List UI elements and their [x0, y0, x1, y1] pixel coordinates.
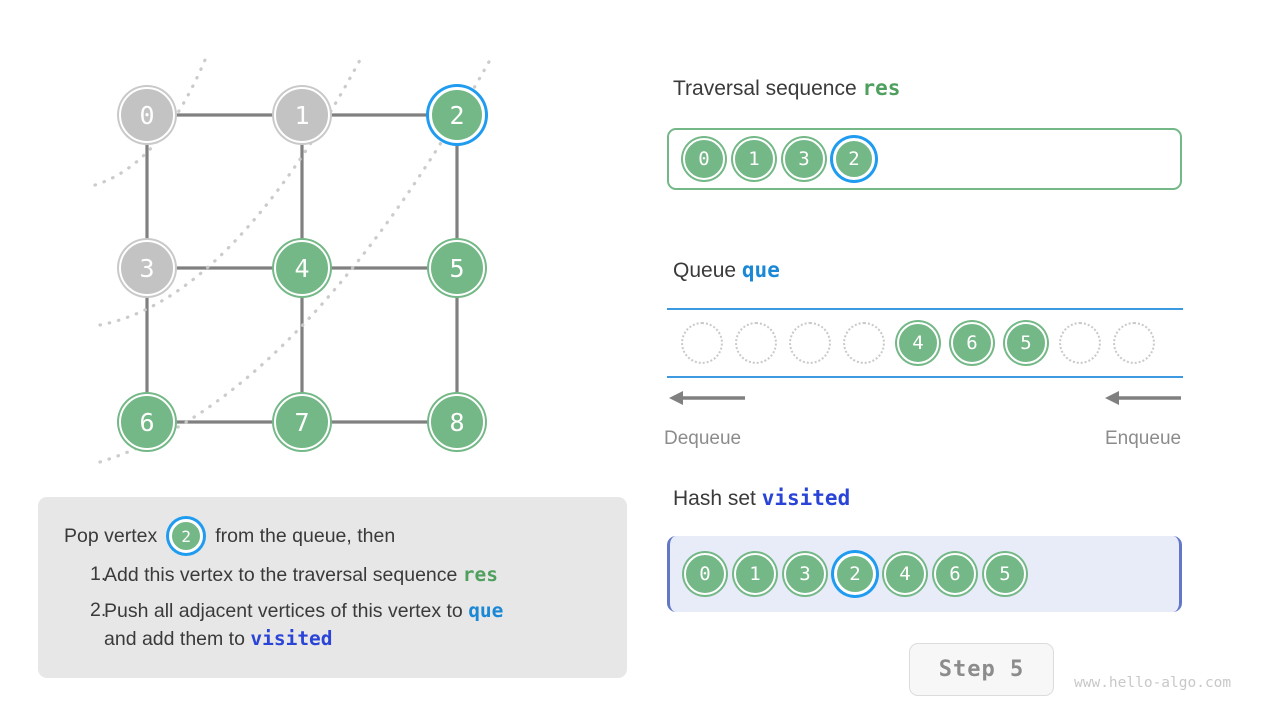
hash-set-item[interactable]: 5: [984, 553, 1026, 595]
queue-slot-empty[interactable]: [843, 322, 885, 364]
graph-node-8[interactable]: 8: [429, 394, 485, 450]
step-code-token: visited: [250, 627, 333, 651]
step-text: Push all adjacent vertices of this verte…: [104, 598, 504, 651]
queue-slot-filled[interactable]: 6: [951, 322, 993, 364]
hash-set-item[interactable]: 1: [734, 553, 776, 595]
graph-node-5[interactable]: 5: [429, 240, 485, 296]
queue-slot-filled[interactable]: 5: [1005, 322, 1047, 364]
description-step: 2.Push all adjacent vertices of this ver…: [64, 597, 601, 654]
step-code-token: res: [462, 563, 499, 586]
description-step-list: 1.Add this vertex to the traversal seque…: [64, 561, 601, 654]
queue-slot-empty[interactable]: [681, 322, 723, 364]
graph-node-7[interactable]: 7: [274, 394, 330, 450]
graph-node-0[interactable]: 0: [119, 87, 175, 143]
step-text: Add this vertex to the traversal sequenc…: [104, 563, 499, 586]
hash-set-item[interactable]: 6: [934, 553, 976, 595]
hash-set-item[interactable]: 2: [834, 553, 876, 595]
graph-node-1[interactable]: 1: [274, 87, 330, 143]
queue-arrows: Dequeue Enqueue: [664, 388, 1183, 449]
hash-section-title: Hash set visited: [673, 486, 850, 511]
description-lead-after: from the queue, then: [215, 524, 396, 547]
description-step: 1.Add this vertex to the traversal seque…: [64, 561, 601, 590]
graph-node-3[interactable]: 3: [119, 240, 175, 296]
dequeue-arrow-icon: [669, 391, 745, 405]
graph-panel: 0 1 2 3 4 5 6 7 8: [0, 0, 640, 490]
step-number: 1.: [90, 563, 107, 585]
enqueue-label: Enqueue: [1105, 428, 1182, 449]
queue-slot-empty[interactable]: [1113, 322, 1155, 364]
hash-set-item[interactable]: 0: [684, 553, 726, 595]
graph-node-4[interactable]: 4: [274, 240, 330, 296]
res-item[interactable]: 1: [733, 138, 775, 180]
step-code-token: que: [468, 598, 504, 622]
description-lead-before: Pop vertex: [64, 524, 158, 547]
queue-title-text: Queue: [673, 259, 737, 282]
res-section-title: Traversal sequence res: [673, 76, 900, 101]
res-title-code: res: [862, 76, 901, 100]
hash-set-item[interactable]: 4: [884, 553, 926, 595]
description-lead: Pop vertex 2 from the queue, then: [64, 519, 601, 553]
res-title-text: Traversal sequence: [673, 77, 857, 100]
queue-title-code: que: [741, 258, 780, 282]
hash-title-text: Hash set: [673, 487, 756, 510]
queue-top-rule: [667, 308, 1183, 310]
queue-slot-empty[interactable]: [735, 322, 777, 364]
res-item[interactable]: 2: [833, 138, 875, 180]
res-item[interactable]: 0: [683, 138, 725, 180]
queue-slot-empty[interactable]: [789, 322, 831, 364]
queue-bottom-rule: [667, 376, 1183, 378]
watermark: www.hello-algo.com: [1074, 675, 1232, 691]
step-badge: Step 5: [909, 643, 1054, 696]
hash-set-item[interactable]: 3: [784, 553, 826, 595]
description-vertex-chip: 2: [169, 519, 204, 553]
queue-section-title: Queue que: [673, 258, 780, 283]
enqueue-arrow-icon: [1105, 391, 1181, 405]
description-card: Pop vertex 2 from the queue, then 1.Add …: [38, 497, 627, 679]
graph-node-6[interactable]: 6: [119, 394, 175, 450]
hash-title-code: visited: [761, 486, 851, 510]
res-item[interactable]: 3: [783, 138, 825, 180]
step-number: 2.: [90, 598, 107, 621]
dequeue-label: Dequeue: [664, 428, 742, 449]
graph-node-2[interactable]: 2: [429, 87, 485, 143]
queue-slot-empty[interactable]: [1059, 322, 1101, 364]
queue-slot-filled[interactable]: 4: [897, 322, 939, 364]
